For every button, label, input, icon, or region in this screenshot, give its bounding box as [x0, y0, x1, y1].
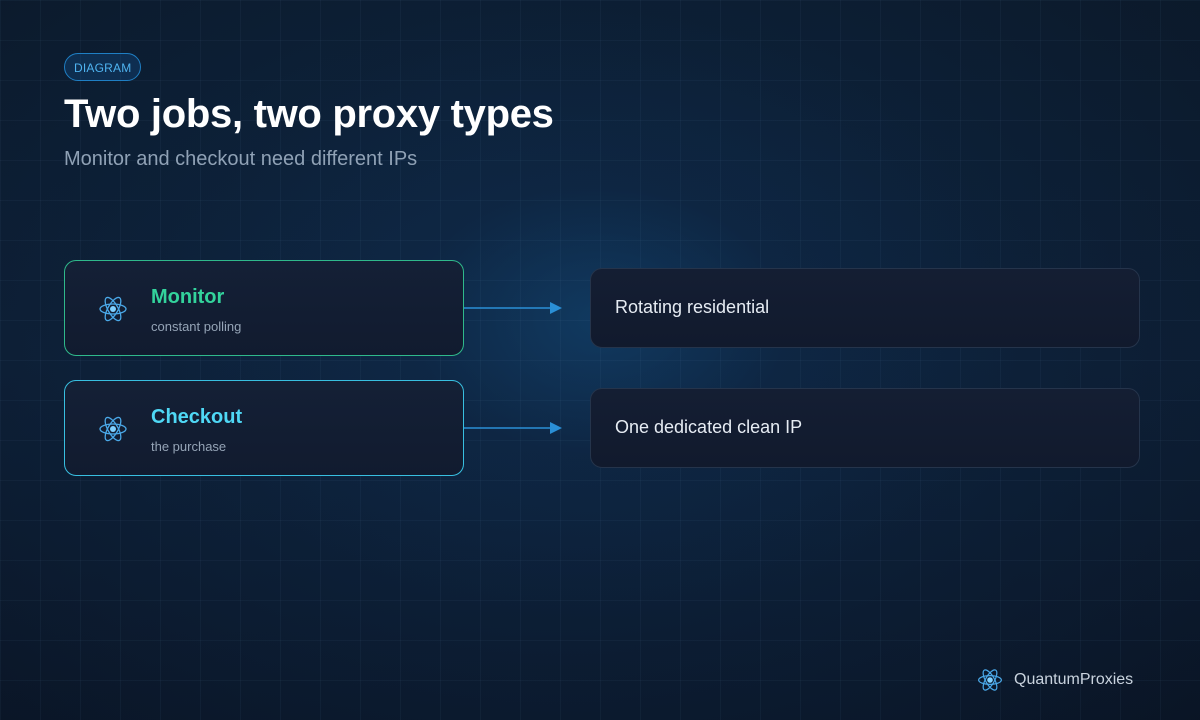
- job-box-monitor: Monitor constant polling: [64, 260, 464, 356]
- brand: QuantumProxies: [976, 666, 1133, 694]
- job-name-monitor: Monitor: [151, 286, 225, 308]
- job-desc-monitor: constant polling: [151, 319, 242, 334]
- page-subtitle: Monitor and checkout need different IPs: [64, 148, 418, 170]
- job-desc-checkout: the purchase: [151, 439, 227, 454]
- job-name-checkout: Checkout: [151, 406, 243, 428]
- brand-name: QuantumProxies: [1014, 671, 1134, 688]
- arrow-checkout-to-dedicated: [464, 422, 562, 434]
- diagram-badge: DIAGRAM: [64, 53, 142, 81]
- proxy-label-dedicated: One dedicated clean IP: [615, 417, 803, 437]
- proxy-label-residential: Rotating residential: [615, 297, 770, 317]
- atom-icon: [99, 296, 127, 322]
- atom-logo-icon: [978, 669, 1002, 691]
- page-title: Two jobs, two proxy types: [64, 92, 554, 136]
- proxy-box-dedicated: One dedicated clean IP: [590, 388, 1140, 468]
- atom-icon: [99, 416, 127, 442]
- arrow-monitor-to-residential: [464, 302, 562, 314]
- job-box-checkout: Checkout the purchase: [64, 380, 464, 476]
- proxy-box-residential: Rotating residential: [590, 268, 1140, 348]
